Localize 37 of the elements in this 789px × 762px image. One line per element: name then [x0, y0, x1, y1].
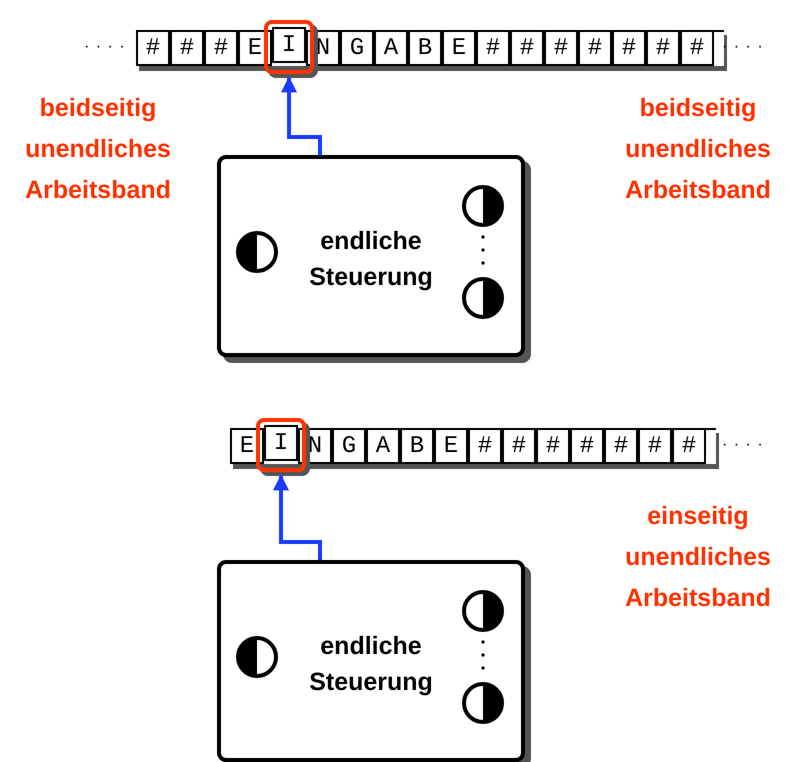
tape-cell: E: [442, 30, 476, 66]
tape-cell: #: [204, 30, 238, 66]
ellipsis-text: · · · ·: [84, 38, 126, 56]
tape-cell: B: [400, 428, 434, 464]
tape-cell: I: [264, 425, 298, 461]
tape-cell: #: [638, 428, 672, 464]
caption-text: einseitig unendliches Arbeitsband: [624, 501, 772, 614]
tape-cell: #: [502, 428, 536, 464]
tape-cell: #: [510, 30, 544, 66]
tape-cell: #: [136, 30, 170, 66]
tape-cell: #: [578, 30, 612, 66]
tape-cell: #: [544, 30, 578, 66]
caption-text: beidseitig unendliches Arbeitsband: [24, 93, 172, 206]
arrow: [273, 474, 322, 560]
box-label: endliche Steuerung: [308, 226, 434, 293]
ellipsis-text: · · · ·: [722, 436, 764, 454]
tape-cell: #: [570, 428, 604, 464]
tape-cell: #: [604, 428, 638, 464]
tape-cell: #: [646, 30, 680, 66]
tape-cell: #: [468, 428, 502, 464]
tape-cell: G: [332, 428, 366, 464]
tape-cell: A: [374, 30, 408, 66]
caption-text: beidseitig unendliches Arbeitsband: [624, 93, 772, 206]
arrow: [281, 76, 322, 155]
tape-cell: A: [366, 428, 400, 464]
tape-cell: G: [340, 30, 374, 66]
tape-cell: #: [536, 428, 570, 464]
tape-cell: B: [408, 30, 442, 66]
tape-cell: #: [672, 428, 706, 464]
ellipsis-text: · · · ·: [722, 38, 764, 56]
tape-cell: #: [612, 30, 646, 66]
tape-cell: #: [476, 30, 510, 66]
tape-cell: #: [170, 30, 204, 66]
box-label: endliche Steuerung: [308, 631, 434, 698]
tape-cell: #: [680, 30, 714, 66]
tape-cell: E: [434, 428, 468, 464]
tape-cell: I: [272, 27, 306, 63]
